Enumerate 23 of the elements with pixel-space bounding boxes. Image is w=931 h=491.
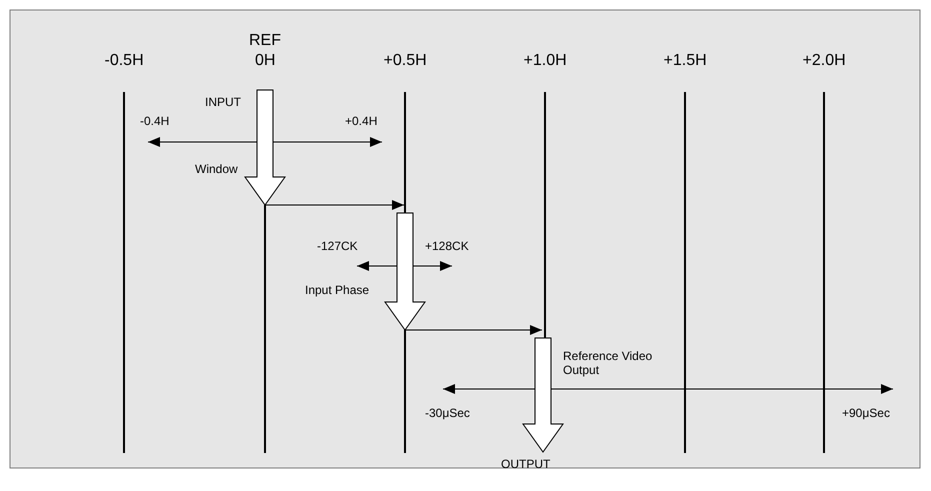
arrow-caption: INPUT: [205, 96, 241, 110]
range-label: Window: [195, 163, 238, 177]
hollow-arrow: [523, 338, 563, 452]
time-axis-label: 0H: [255, 52, 276, 70]
range-label: +128CK: [425, 240, 469, 254]
reference-label: REF: [249, 32, 281, 50]
time-axis-label: -0.5H: [104, 52, 144, 70]
range-label: -0.4H: [140, 115, 170, 129]
time-axis-label: +1.5H: [664, 52, 707, 70]
range-label: -127CK: [317, 240, 358, 254]
time-axis-label: +1.0H: [524, 52, 567, 70]
arrow-caption: OUTPUT: [501, 458, 550, 472]
range-label: +90μSec: [842, 407, 890, 421]
range-label: -30μSec: [425, 407, 470, 421]
time-axis-label: +2.0H: [802, 52, 846, 70]
range-label: Reference Video Output: [563, 350, 654, 378]
arrow: [404, 325, 542, 335]
arrow: [264, 200, 404, 210]
range-label: +0.4H: [345, 115, 378, 129]
arrow-caption: Input Phase: [305, 284, 370, 298]
hollow-arrow: [385, 213, 425, 330]
time-axis-label: +0.5H: [384, 52, 427, 70]
hollow-arrow: [245, 90, 285, 205]
